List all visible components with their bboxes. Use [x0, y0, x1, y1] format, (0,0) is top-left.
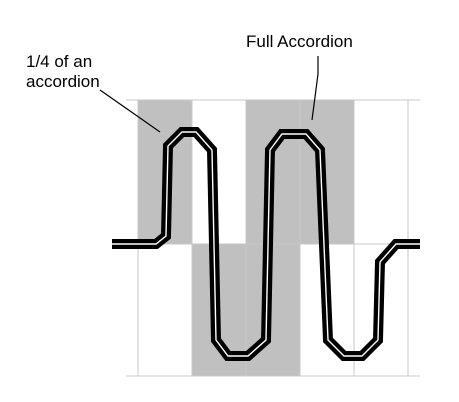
full-callout-line — [311, 56, 319, 121]
full-accordion-label: Full Accordion — [246, 32, 353, 51]
trace-core — [112, 131, 420, 357]
accordion-trace — [112, 127, 420, 361]
quarter-callout-line — [99, 89, 161, 133]
quarter-accordion-label-line1: 1/4 of an — [26, 52, 92, 71]
quarter-accordion-label-line2: accordion — [26, 72, 100, 91]
callouts — [99, 56, 319, 133]
